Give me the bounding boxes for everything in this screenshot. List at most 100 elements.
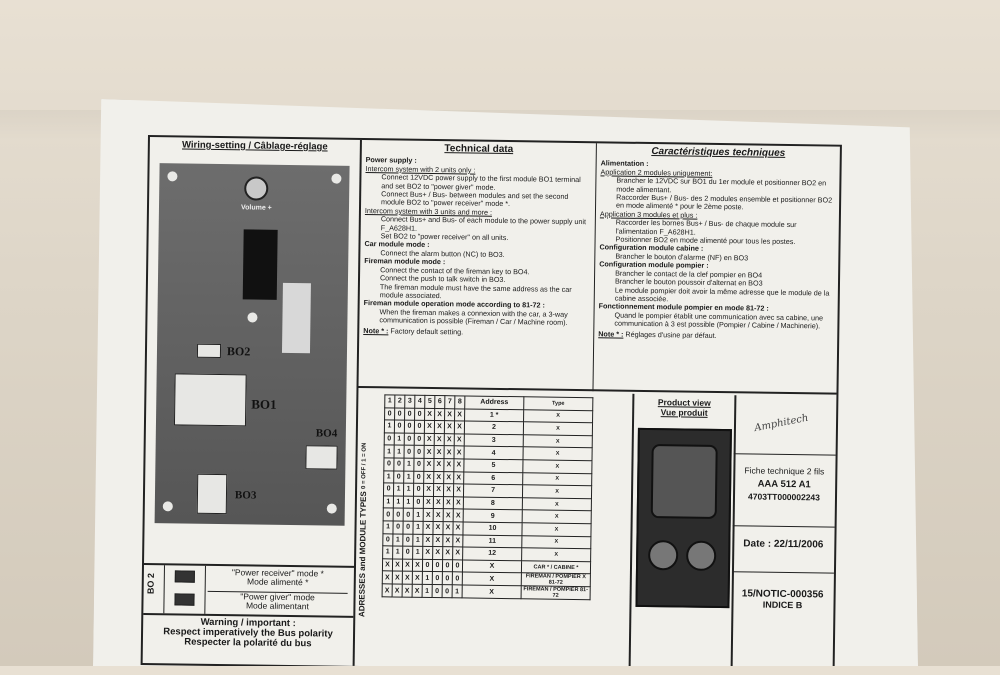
address-table-cell: X	[423, 470, 434, 484]
intercom-device-image	[635, 427, 732, 609]
product-view-title-fr: Vue produit	[660, 407, 708, 418]
address-table-cell: X	[433, 508, 444, 522]
address-table-cell: X	[382, 584, 393, 598]
address-table-cell: X	[424, 445, 435, 459]
address-table-cell: X	[522, 497, 592, 512]
address-table-cell: X	[434, 433, 445, 447]
address-table-header: 3	[404, 395, 415, 408]
address-table-cell: 1	[412, 533, 423, 547]
address-table-cell: 0	[404, 420, 415, 434]
address-table-cell: 1	[412, 521, 424, 534]
address-table-cell: 1	[393, 495, 404, 509]
address-table-cell: 9	[463, 509, 523, 523]
address-table-cell: 4	[464, 446, 524, 460]
address-table-cell: 1	[384, 445, 395, 458]
address-table-cell: X	[382, 558, 393, 572]
address-table-cell: 0	[382, 533, 393, 547]
address-table-cell: X	[422, 533, 433, 547]
product-code: 4703TT000002243	[748, 491, 820, 503]
address-table-cell: 10	[462, 521, 523, 536]
bo3-label: BO3	[234, 489, 257, 502]
address-table-cell: 2	[464, 421, 524, 435]
address-table-cell: X	[423, 483, 434, 497]
address-table-cell: 3	[464, 433, 524, 448]
address-table-cell: 1	[403, 495, 414, 509]
address-table-cell: 0	[432, 559, 443, 572]
address-table-cell: X	[422, 546, 433, 560]
address-table-cell: X	[424, 433, 435, 446]
fiche-cell: Fiche technique 2 fils AAA 512 A1 4703TT…	[732, 453, 836, 528]
address-table-cell: X	[523, 434, 593, 449]
wiring-column: Wiring-setting / Câblage-réglage Volume …	[142, 137, 362, 666]
address-table-cell: X	[454, 408, 465, 422]
address-table-cell: X	[433, 496, 444, 510]
document-info-column: Amphitech Fiche technique 2 fils AAA 512…	[730, 395, 837, 666]
address-vertical-label: ADRESSES and MODULE TYPES 0 = OFF / 1 = …	[357, 420, 382, 640]
mount-hole	[331, 173, 342, 184]
address-table-cell: 0	[393, 508, 404, 522]
tech-note-label: Note * :	[363, 325, 389, 335]
address-table-cell: X	[433, 471, 444, 484]
address-table-cell: 1	[403, 458, 415, 471]
address-table-cell: X	[432, 546, 443, 560]
address-table-cell: 0	[432, 571, 443, 585]
address-table-cell: 0	[394, 420, 405, 433]
address-table-cell: FIREMAN / POMPIER 81-72	[521, 586, 591, 601]
address-table-cell: X	[523, 409, 593, 423]
address-table-header: 8	[454, 395, 465, 409]
notice-index: INDICE B	[762, 599, 803, 611]
address-table-cell: 1	[413, 508, 424, 522]
fiche-label: Fiche technique 2 fils	[744, 465, 825, 477]
address-table-cell: X	[412, 584, 423, 598]
address-table-section: ADRESSES and MODULE TYPES 0 = OFF / 1 = …	[355, 390, 631, 666]
address-table-cell: 0	[402, 546, 413, 559]
caracteristiques-title: Caractéristiques techniques	[651, 146, 786, 159]
technical-data-title: Technical data	[444, 143, 514, 156]
bo4-label: BO4	[315, 427, 338, 440]
address-table-cell: X	[402, 558, 413, 572]
address-table-cell: X	[522, 459, 592, 474]
address-table-cell: X	[443, 458, 455, 472]
address-table-cell: X	[434, 420, 445, 434]
address-table-cell: X	[462, 572, 522, 587]
instruction-sheet: Wiring-setting / Câblage-réglage Volume …	[93, 99, 918, 666]
mode-receiver-fr: Mode alimenté *	[246, 576, 309, 588]
address-table-cell: 0	[413, 470, 424, 484]
address-table-cell: X	[432, 521, 444, 535]
document-date: Date : 22/11/2006	[743, 538, 824, 551]
address-table-cell: X	[453, 483, 464, 497]
address-table-cell: 0	[383, 482, 394, 496]
volume-label: Volume +	[240, 204, 272, 212]
address-table-cell: X	[522, 472, 592, 486]
address-table-cell: 12	[462, 547, 522, 561]
speaker-slot	[242, 229, 278, 300]
address-table-cell: 0	[404, 432, 415, 446]
warning-box: Warning / important : Respect imperative…	[142, 612, 354, 666]
address-table-cell: CAR * / CABINE *	[521, 560, 591, 575]
address-table-cell: X	[454, 433, 465, 447]
address-table-header: 6	[434, 395, 445, 409]
address-table-cell: X	[422, 521, 434, 535]
address-table-cell: 6	[463, 471, 523, 485]
address-table-cell: X	[382, 571, 393, 585]
address-table-cell: X	[522, 510, 592, 524]
mount-hole	[167, 171, 178, 182]
address-table-cell: 0	[452, 572, 463, 586]
address-table-cell: X	[523, 447, 593, 461]
bo2-mode-table: BO 2 "Power receiver" mode * Mode alimen…	[143, 562, 355, 616]
address-table-cell: X	[392, 584, 403, 598]
address-table-cell: X	[423, 458, 435, 472]
address-table-cell: 0	[414, 445, 425, 459]
address-table-cell: 5	[463, 458, 524, 473]
address-table-cell: 1	[382, 520, 394, 534]
address-table-cell: X	[444, 446, 455, 459]
address-vertical-legend: 0 = OFF / 1 = ON	[361, 442, 368, 490]
button-left	[647, 540, 679, 571]
address-table-cell: 0	[383, 508, 394, 521]
address-table-cell: X	[452, 521, 464, 535]
carac-note-text: Réglages d'usine par défaut.	[625, 329, 717, 340]
address-table-cell: 0	[414, 420, 425, 434]
address-table-cell: X	[522, 484, 592, 499]
address-table-cell: X	[442, 534, 453, 547]
